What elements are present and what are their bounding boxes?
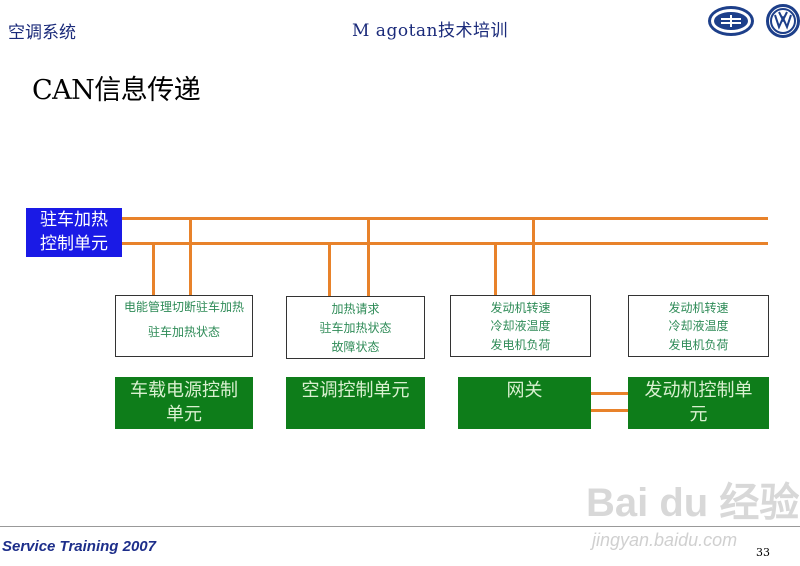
can-bus-line-high <box>122 217 768 220</box>
bus-drop-line <box>328 244 331 297</box>
ecu-climate-control: 空调控制单元 <box>286 377 425 429</box>
bus-drop-line <box>189 219 192 296</box>
signal-text: 发电机负荷 <box>490 338 551 353</box>
ecu-label-line1: 空调控制单元 <box>301 380 410 401</box>
signal-text: 驻车加热状态 <box>319 321 392 335</box>
footer-text: Service Training 2007 <box>2 538 156 555</box>
signal-box-engine: 发动机转速 冷却液温度 发电机负荷 <box>628 295 769 357</box>
header-course-title: M agotan技术培训 <box>352 21 508 41</box>
signal-text: 发动机转速 <box>668 300 729 315</box>
signal-box-power-management: 电能管理切断驻车加热 驻车加热状态 <box>115 295 253 357</box>
faw-logo-icon <box>708 6 754 36</box>
ecu-gateway: 网关 <box>458 377 591 429</box>
baidu-watermark-url: jingyan.baidu.com <box>592 530 738 550</box>
bus-drop-line <box>532 219 535 296</box>
ecu-label-line2: 元 <box>689 404 708 425</box>
park-heater-control-unit: 驻车加热 控制单元 <box>26 208 122 257</box>
signal-box-climate: 加热请求 驻车加热状态 故障状态 <box>286 296 425 359</box>
baidu-watermark-logo: Bai du 经验 <box>586 481 800 525</box>
signal-text: 驻车加热状态 <box>147 325 220 339</box>
vw-logo-icon <box>766 4 800 38</box>
park-heater-label-line2: 控制单元 <box>40 234 108 254</box>
signal-text: 发动机转速 <box>490 300 551 315</box>
gateway-engine-link-low <box>591 409 628 412</box>
park-heater-label-line1: 驻车加热 <box>40 210 108 230</box>
ecu-onboard-power: 车载电源控制 单元 <box>115 377 253 429</box>
signal-text: 冷却液温度 <box>490 319 551 334</box>
bus-drop-line <box>494 244 497 296</box>
signal-text: 加热请求 <box>331 302 380 316</box>
footer-divider <box>0 526 800 527</box>
bus-drop-line <box>152 244 155 296</box>
can-bus-line-low <box>122 242 768 245</box>
bus-drop-line <box>367 219 370 297</box>
slide-title: CAN信息传递 <box>32 75 201 106</box>
ecu-label-line1: 车载电源控制 <box>130 380 238 401</box>
ecu-label-line1: 网关 <box>506 380 543 401</box>
signal-text: 冷却液温度 <box>668 319 729 334</box>
ecu-label-line2: 单元 <box>166 404 202 425</box>
ecu-engine-control: 发动机控制单 元 <box>628 377 769 429</box>
signal-text: 发电机负荷 <box>668 338 729 353</box>
signal-box-gateway: 发动机转速 冷却液温度 发电机负荷 <box>450 295 591 357</box>
gateway-engine-link-high <box>591 392 628 395</box>
header-section-title: 空调系统 <box>8 23 76 43</box>
page-number: 33 <box>756 546 770 559</box>
ecu-label-line1: 发动机控制单 <box>644 380 753 401</box>
signal-text: 电能管理切断驻车加热 <box>123 300 244 314</box>
signal-text: 故障状态 <box>331 340 380 354</box>
